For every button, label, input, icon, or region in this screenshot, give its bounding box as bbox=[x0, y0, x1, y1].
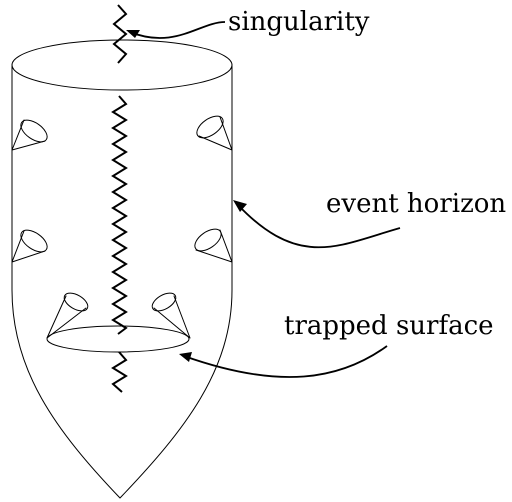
arrow-singularity bbox=[126, 21, 226, 39]
light-cone-trapped-left bbox=[46, 292, 89, 339]
trapped-surface-ellipse bbox=[46, 325, 190, 353]
light-cone-right-upper bbox=[196, 115, 233, 151]
light-cone-right-middle bbox=[194, 228, 233, 263]
event-horizon-surface bbox=[11, 65, 233, 499]
singularity-zigzag-top bbox=[112, 4, 128, 64]
light-cone-trapped-right bbox=[151, 292, 191, 339]
singularity-zigzag-bottom bbox=[111, 351, 128, 393]
light-cone-left-middle bbox=[11, 229, 48, 263]
arrow-trapped-surface bbox=[179, 345, 388, 378]
horizon-top-cap bbox=[11, 39, 233, 91]
arrow-event-horizon bbox=[233, 200, 401, 249]
light-cone-left-upper bbox=[11, 119, 48, 151]
singularity-zigzag-center bbox=[111, 95, 128, 335]
label-event-horizon: event horizon bbox=[326, 189, 506, 219]
label-trapped-surface: trapped surface bbox=[284, 311, 494, 341]
label-singularity: singularity bbox=[228, 7, 370, 37]
